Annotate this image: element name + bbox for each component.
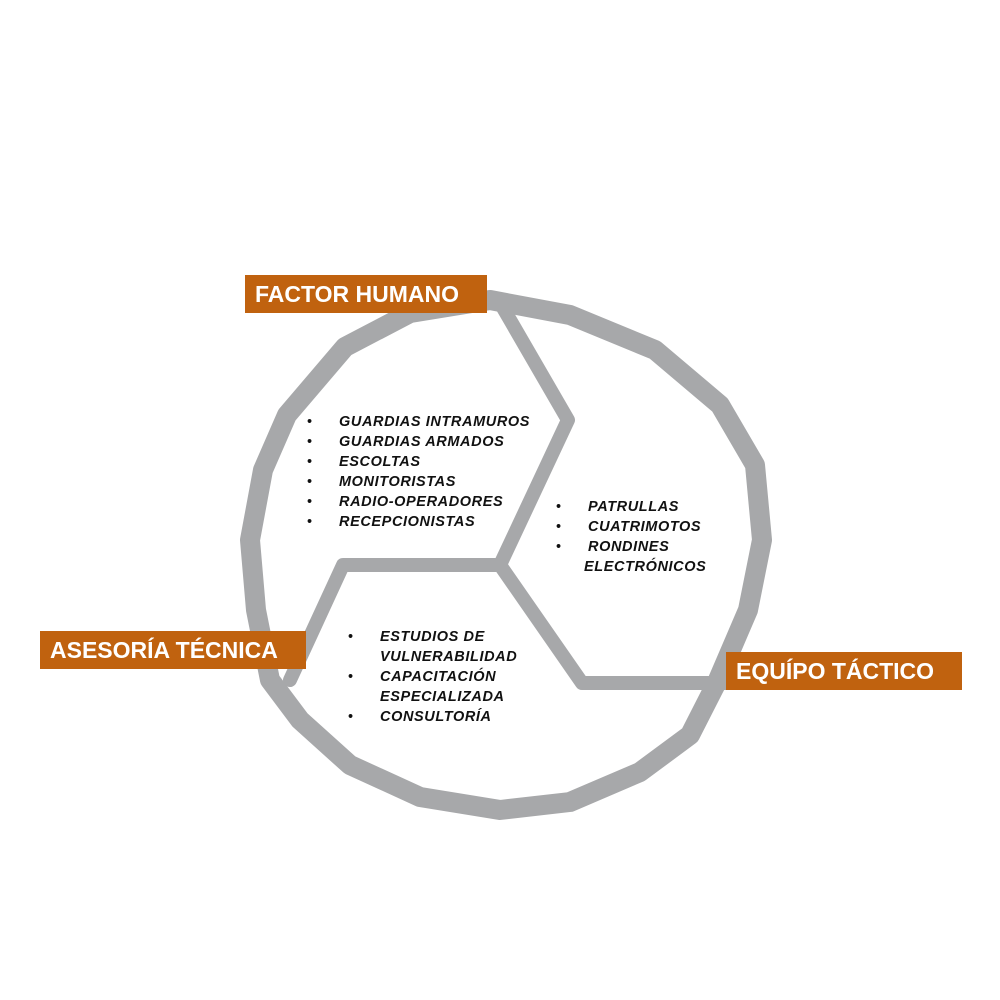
list-item: • RADIO-OPERADORES — [307, 492, 530, 512]
divider-line-right — [493, 558, 733, 690]
list-item-text: CONSULTORÍA — [380, 709, 492, 725]
bullet-icon: • — [307, 414, 313, 430]
list-item-text: GUARDIAS ARMADOS — [339, 434, 505, 450]
list-item: • ESCOLTAS — [307, 452, 530, 472]
list-asesoria-tecnica: • ESTUDIOS DE VULNERABILIDAD • CAPACITAC… — [348, 627, 517, 727]
bullet-icon: • — [556, 499, 562, 515]
list-item: • RECEPCIONISTAS — [307, 512, 530, 532]
list-item: • CAPACITACIÓN ESPECIALIZADA — [348, 667, 517, 707]
bullet-icon: • — [556, 539, 562, 555]
bullet-icon: • — [348, 629, 354, 645]
list-item: • PATRULLAS — [556, 497, 706, 517]
label-factor-humano: FACTOR HUMANO — [245, 275, 487, 313]
list-item: • MONITORISTAS — [307, 472, 530, 492]
list-item: • GUARDIAS ARMADOS — [307, 432, 530, 452]
list-item-text: PATRULLAS — [588, 499, 680, 515]
bullet-icon: • — [307, 494, 313, 510]
list-item-text-continued: ELECTRÓNICOS — [584, 559, 707, 575]
bullet-icon: • — [348, 669, 354, 685]
list-item-text: CUATRIMOTOS — [588, 519, 702, 535]
outer-ring — [240, 290, 772, 820]
list-item-text: ESTUDIOS DE — [380, 629, 485, 645]
list-item: • CUATRIMOTOS — [556, 517, 706, 537]
list-item: • CONSULTORÍA — [348, 707, 517, 727]
bullet-icon: • — [556, 519, 562, 535]
list-item-text: RONDINES — [588, 539, 670, 555]
bullet-icon: • — [348, 709, 354, 725]
list-item-text: RADIO-OPERADORES — [339, 494, 504, 510]
list-item-text: GUARDIAS INTRAMUROS — [339, 414, 531, 430]
divider-line-left — [283, 558, 507, 687]
label-equipo-tactico: EQUÍPO TÁCTICO — [726, 652, 962, 690]
list-item-text: RECEPCIONISTAS — [339, 514, 476, 530]
list-equipo-tactico: • PATRULLAS • CUATRIMOTOS • RONDINES ELE… — [556, 497, 706, 577]
list-item-text: CAPACITACIÓN — [380, 669, 497, 685]
list-item: • RONDINES ELECTRÓNICOS — [556, 537, 706, 577]
list-item: • GUARDIAS INTRAMUROS — [307, 412, 530, 432]
list-item-text-continued: VULNERABILIDAD — [380, 649, 518, 665]
divider-line-top — [493, 299, 575, 572]
list-item-text: ESCOLTAS — [339, 454, 421, 470]
bullet-icon: • — [307, 474, 313, 490]
list-item-text: MONITORISTAS — [339, 474, 457, 490]
bullet-icon: • — [307, 514, 313, 530]
list-item: • ESTUDIOS DE VULNERABILIDAD — [348, 627, 517, 667]
list-item-text-continued: ESPECIALIZADA — [380, 689, 505, 705]
label-asesoria-tecnica: ASESORÍA TÉCNICA — [40, 631, 306, 669]
bullet-icon: • — [307, 454, 313, 470]
list-factor-humano: • GUARDIAS INTRAMUROS • GUARDIAS ARMADOS… — [307, 412, 530, 532]
bullet-icon: • — [307, 434, 313, 450]
